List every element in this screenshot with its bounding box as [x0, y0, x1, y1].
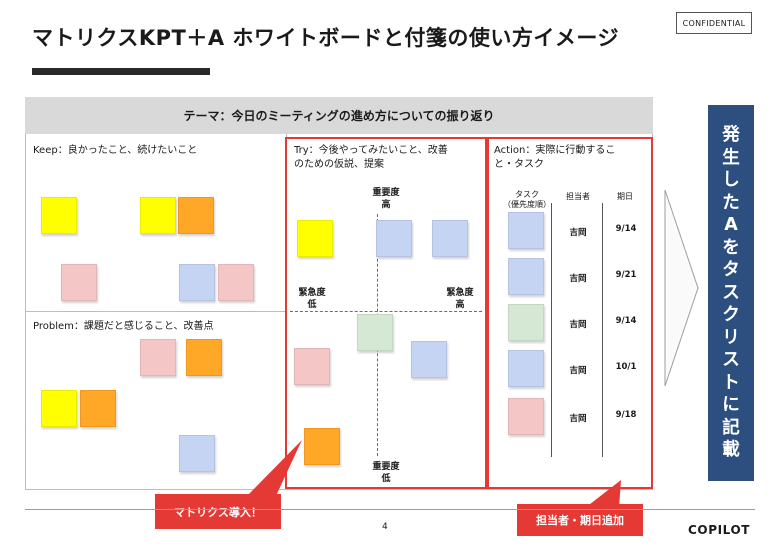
try-highlight-box	[285, 137, 487, 489]
task-owner: 吉岡	[569, 228, 587, 238]
footer-divider	[25, 509, 755, 510]
confidential-badge: CONFIDENTIAL	[676, 12, 752, 34]
page-title: マトリクスKPT＋A ホワイトボードと付箋の使い方イメージ	[32, 26, 620, 50]
axis-label-level: 低	[381, 474, 391, 485]
sticky-note[interactable]	[140, 339, 176, 376]
importance-high-label: 重要度 高	[364, 187, 408, 211]
task-owner: 吉岡	[569, 414, 587, 424]
side-banner-char: A	[724, 215, 738, 236]
task-sticky-note[interactable]	[508, 350, 544, 387]
side-banner-char: ク	[722, 305, 740, 326]
axis-label-name: 重要度	[372, 462, 400, 472]
task-due-date: 10/1	[615, 362, 637, 372]
side-banner-char: 記	[722, 417, 740, 438]
title-underline	[32, 68, 210, 75]
action-highlight-box	[487, 137, 653, 489]
task-sticky-note[interactable]	[508, 212, 544, 249]
callout-pointer	[245, 440, 302, 498]
task-due-date: 9/21	[615, 270, 637, 280]
sticky-note[interactable]	[294, 348, 330, 385]
sticky-note[interactable]	[179, 435, 215, 472]
task-sticky-note[interactable]	[508, 258, 544, 295]
sticky-note[interactable]	[41, 390, 77, 427]
page-number: 4	[382, 522, 388, 532]
task-header-line: （優先度順）	[503, 200, 551, 210]
axis-label-level: 高	[381, 200, 391, 211]
whiteboard	[25, 97, 653, 490]
axis-label-level: 低	[307, 300, 317, 311]
keep-problem-divider	[25, 311, 287, 312]
sticky-note[interactable]	[179, 264, 215, 301]
table-column-line	[602, 203, 603, 457]
sticky-note[interactable]	[186, 339, 222, 376]
side-banner-char: 発	[722, 125, 740, 146]
task-due-date: 9/18	[615, 410, 637, 420]
brand-logo: COPILOT	[688, 523, 751, 537]
side-banner-char: を	[722, 237, 740, 258]
sticky-note[interactable]	[357, 314, 393, 351]
table-column-line	[551, 203, 552, 457]
sticky-note[interactable]	[178, 197, 214, 234]
side-banner-char: ト	[722, 372, 740, 393]
sticky-note[interactable]	[140, 197, 176, 234]
task-sticky-note[interactable]	[508, 304, 544, 341]
sticky-note[interactable]	[41, 197, 77, 234]
problem-label: Problem：課題だと感じること、改善点	[33, 321, 214, 332]
side-banner-char: た	[722, 192, 740, 213]
due-column-header: 期日	[617, 192, 633, 201]
side-banner-char: し	[722, 170, 740, 191]
side-banner	[708, 105, 754, 481]
axis-label-name: 緊急度	[298, 288, 326, 298]
owner-column-header: 担当者	[566, 192, 590, 201]
task-header-line: タスク	[515, 190, 539, 199]
side-banner-char: タ	[722, 260, 740, 281]
action-label: Action：実際に行動するこ と・タスク	[494, 144, 615, 171]
callout-pointer	[585, 480, 621, 508]
side-banner-char: リ	[722, 327, 740, 348]
theme-bar: テーマ：今日のミーティングの進め方についての振り返り	[25, 97, 653, 134]
task-owner: 吉岡	[569, 320, 587, 330]
try-label-line: Try：今後やってみたいこと、改善	[294, 145, 448, 156]
sticky-note[interactable]	[80, 390, 116, 427]
try-label-line: のための仮説、提案	[294, 158, 384, 170]
urgency-axis	[290, 311, 482, 312]
task-owner: 吉岡	[569, 366, 587, 376]
sticky-note[interactable]	[297, 220, 333, 257]
task-sticky-note[interactable]	[508, 398, 544, 435]
action-label-line: Action：実際に行動するこ	[494, 145, 616, 156]
task-due-date: 9/14	[615, 316, 637, 326]
urgency-low-label: 緊急度 低	[294, 287, 330, 311]
task-owner: 吉岡	[569, 274, 587, 284]
action-label-line: と・タスク	[494, 158, 544, 170]
sticky-note[interactable]	[376, 220, 412, 257]
sticky-note[interactable]	[304, 428, 340, 465]
right-arrow-icon	[664, 189, 699, 387]
try-label: Try：今後やってみたいこと、改善 のための仮説、提案	[294, 144, 448, 171]
task-column-header: タスク （優先度順）	[503, 190, 551, 211]
keep-label: Keep：良かったこと、続けたいこと	[33, 145, 198, 156]
sticky-note[interactable]	[432, 220, 468, 257]
importance-low-label: 重要度 低	[364, 461, 408, 485]
sticky-note[interactable]	[411, 341, 447, 378]
sticky-note[interactable]	[61, 264, 97, 301]
task-due-date: 9/14	[615, 224, 637, 234]
side-banner-char: 生	[722, 147, 740, 168]
side-banner-char: に	[722, 395, 740, 416]
axis-label-name: 緊急度	[446, 288, 474, 298]
matrix-callout: マトリクス導入！	[155, 494, 281, 529]
side-banner-char: ス	[722, 350, 740, 371]
side-banner-char: 載	[722, 440, 740, 461]
side-banner-char: ス	[722, 282, 740, 303]
urgency-high-label: 緊急度 高	[442, 287, 478, 311]
axis-label-name: 重要度	[372, 188, 400, 198]
axis-label-level: 高	[455, 300, 465, 311]
sticky-note[interactable]	[218, 264, 254, 301]
